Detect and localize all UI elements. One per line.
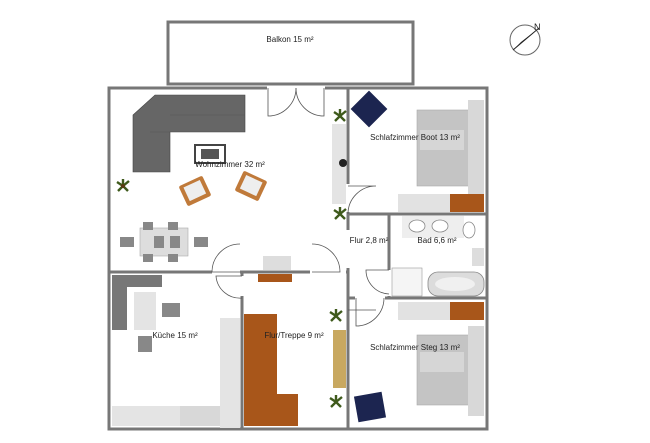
sofa: [132, 94, 246, 173]
balkon-outline: [166, 20, 415, 86]
north-arrow-icon: N: [509, 22, 541, 56]
room-label-kueche: Küche 15 m²: [152, 331, 198, 340]
compass-label: N: [534, 22, 541, 32]
shower-tray: [391, 267, 423, 297]
radiator-wohn: [263, 256, 291, 270]
toilet-icon: [462, 221, 476, 239]
flur-shelf: [333, 330, 346, 388]
balcony-door-left: [267, 87, 297, 117]
door-wohn-flur: [311, 243, 341, 273]
door-wohn-kueche: [211, 243, 241, 273]
room-label-flur-treppe: Flur/Treppe 9 m²: [264, 331, 324, 340]
room-label-wohnzimmer: Wohnzimmer 32 m²: [195, 160, 265, 169]
sink-icon: [408, 219, 426, 233]
armchair-right: [235, 171, 267, 201]
door-schlafboot: [347, 185, 377, 215]
wardrobe-boot: [398, 194, 450, 212]
plant-icon: [333, 109, 347, 122]
armchair-navy-bottom: [353, 391, 387, 423]
bed-steg: [416, 326, 484, 416]
plant-icon: [329, 309, 343, 322]
room-label-balkon: Balkon 15 m²: [266, 35, 313, 44]
door-schlafsteg: [355, 297, 385, 327]
door-bad: [365, 269, 390, 295]
room-label-flur: Flur 2,8 m²: [350, 236, 389, 245]
dresser-boot: [450, 194, 484, 212]
doors: [211, 87, 390, 327]
side-cabinet-wohn: [332, 124, 346, 204]
plant-icon: [333, 207, 347, 220]
flur-bench: [258, 274, 292, 282]
plants: [116, 109, 347, 408]
room-label-schlafzimmer-boot: Schlafzimmer Boot 13 m²: [370, 133, 460, 142]
dining-table: [120, 222, 208, 262]
tv-inner: [201, 149, 219, 159]
room-label-schlafzimmer-steg: Schlafzimmer Steg 13 m²: [370, 343, 460, 352]
room-label-bad: Bad 6,6 m²: [417, 236, 456, 245]
wardrobe-steg: [398, 302, 450, 320]
balcony-door-right: [295, 87, 325, 117]
room-labels: Balkon 15 m² Wohnzimmer 32 m² Schlafzimm…: [152, 35, 460, 352]
staircase: [244, 314, 298, 426]
bed-boot: [416, 100, 484, 196]
plant-icon: [116, 179, 130, 192]
speaker-icon: [339, 159, 347, 167]
door-kueche-flur: [215, 275, 243, 299]
plant-icon: [329, 395, 343, 408]
kitchen-furniture: [112, 275, 240, 428]
bathroom-fixtures: [391, 216, 485, 297]
armchair-navy-top: [350, 90, 388, 128]
armchair-left: [179, 176, 211, 206]
sink-icon: [431, 219, 449, 233]
dresser-steg: [450, 302, 484, 320]
